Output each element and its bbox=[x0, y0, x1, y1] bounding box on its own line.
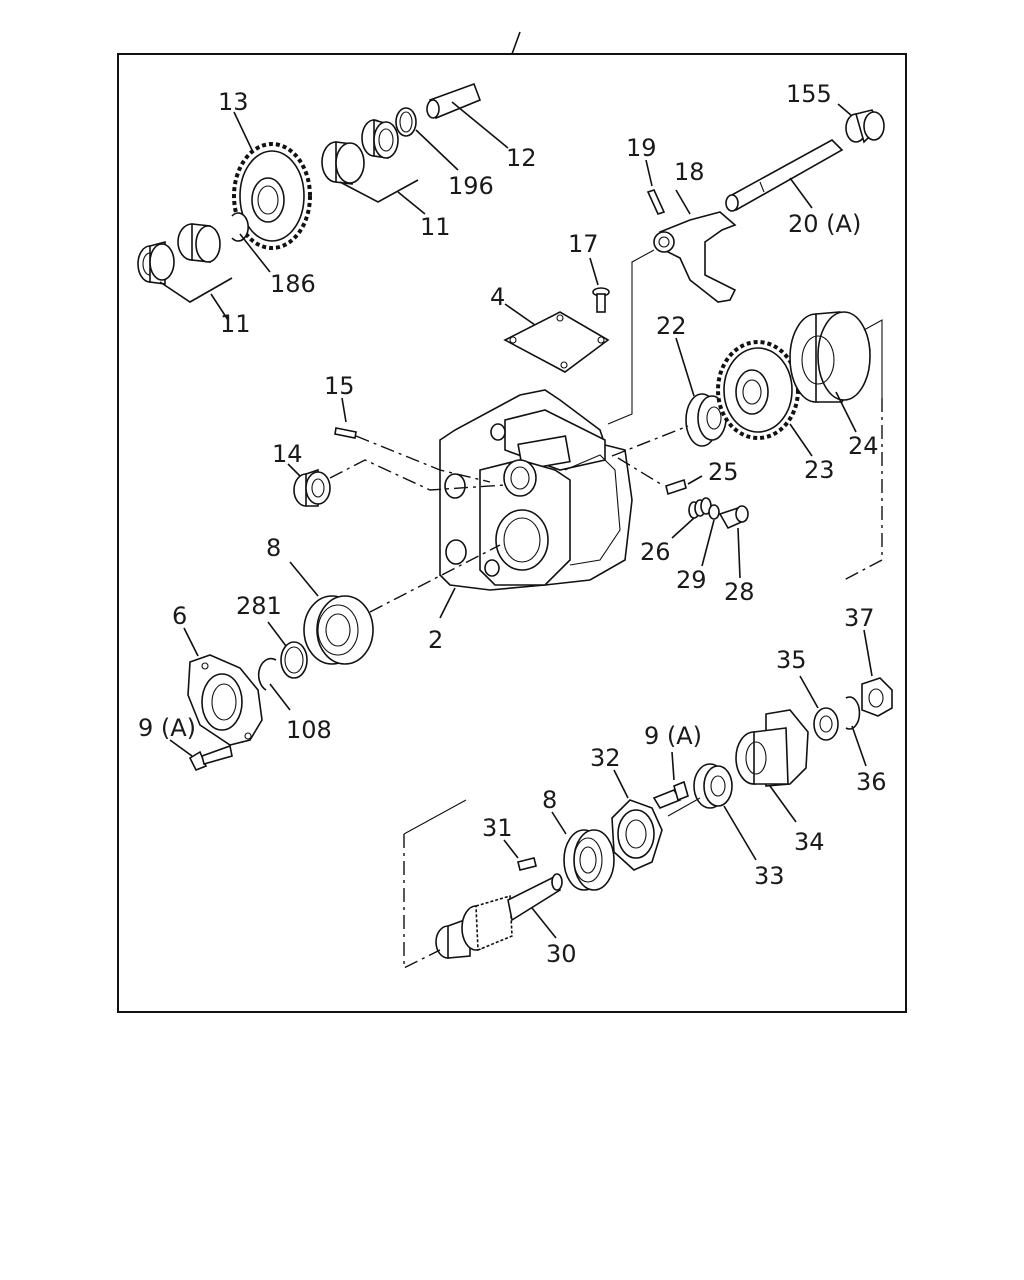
label-17: 17 bbox=[568, 230, 599, 258]
label-33: 33 bbox=[754, 862, 785, 890]
label-36: 36 bbox=[856, 768, 887, 796]
label-155: 155 bbox=[786, 80, 832, 108]
label-186: 186 bbox=[270, 270, 316, 298]
label-6: 6 bbox=[172, 602, 187, 630]
key-part-31 bbox=[517, 857, 537, 871]
label-23: 23 bbox=[804, 456, 835, 484]
label-31: 31 bbox=[482, 814, 513, 842]
bolt-part-9a-left bbox=[188, 744, 233, 772]
label-108: 108 bbox=[286, 716, 332, 744]
ring-part-196 bbox=[395, 107, 417, 137]
label-8-lower: 8 bbox=[542, 786, 557, 814]
snap-ring-part-108 bbox=[257, 657, 277, 691]
bearing-part-8-upper bbox=[303, 595, 374, 665]
label-30: 30 bbox=[546, 940, 577, 968]
label-28: 28 bbox=[724, 578, 755, 606]
snap-ring-part-186 bbox=[231, 212, 249, 242]
bolt-part-9a-right bbox=[652, 780, 689, 809]
label-20a: 20 (A) bbox=[788, 210, 861, 238]
shaft-part-30 bbox=[435, 873, 563, 959]
label-34: 34 bbox=[794, 828, 825, 856]
label-37: 37 bbox=[844, 604, 875, 632]
shaft-part-12 bbox=[426, 82, 482, 120]
spring-part-26 bbox=[688, 497, 712, 519]
bearing-part-14 bbox=[293, 468, 331, 507]
bushing-part-155 bbox=[845, 109, 885, 144]
retainer-part-32 bbox=[611, 799, 663, 871]
bolt-part-17 bbox=[592, 287, 610, 313]
label-9a-right: 9 (A) bbox=[644, 722, 702, 750]
washer-part-35 bbox=[813, 707, 839, 741]
label-25: 25 bbox=[708, 458, 739, 486]
snap-ring-part-36 bbox=[845, 696, 861, 730]
label-18: 18 bbox=[674, 158, 705, 186]
label-13: 13 bbox=[218, 88, 249, 116]
label-24: 24 bbox=[848, 432, 879, 460]
label-26: 26 bbox=[640, 538, 671, 566]
label-8-upper: 8 bbox=[266, 534, 281, 562]
label-19: 19 bbox=[626, 134, 657, 162]
label-32: 32 bbox=[590, 744, 621, 772]
sleeve-part-24 bbox=[789, 311, 871, 403]
pin-part-19 bbox=[646, 189, 666, 215]
bearing-part-11-upper bbox=[321, 118, 399, 185]
label-22: 22 bbox=[656, 312, 687, 340]
label-11-lower: 11 bbox=[220, 310, 251, 338]
bolt-part-25 bbox=[665, 478, 687, 496]
gear-part-23 bbox=[716, 340, 800, 440]
shift-fork-part-18 bbox=[653, 211, 737, 303]
nut-part-37 bbox=[861, 677, 893, 717]
label-9a-left: 9 (A) bbox=[138, 714, 196, 742]
retainer-part-6 bbox=[187, 654, 263, 746]
label-12: 12 bbox=[506, 144, 537, 172]
bearing-part-8-lower bbox=[563, 829, 615, 891]
washer-part-29 bbox=[708, 504, 720, 520]
bearing-part-11-lower bbox=[137, 223, 221, 285]
label-29: 29 bbox=[676, 566, 707, 594]
plug-part-28 bbox=[718, 505, 749, 530]
flange-part-34 bbox=[735, 709, 809, 787]
gear-part-13 bbox=[232, 142, 312, 250]
label-281: 281 bbox=[236, 592, 282, 620]
housing-part-2 bbox=[439, 389, 633, 591]
label-14: 14 bbox=[272, 440, 303, 468]
label-4: 4 bbox=[490, 283, 505, 311]
label-2: 2 bbox=[428, 626, 443, 654]
pin-part-15 bbox=[334, 427, 357, 439]
shaft-part-20a bbox=[725, 139, 844, 212]
label-35: 35 bbox=[776, 646, 807, 674]
cover-plate-part-4 bbox=[503, 311, 610, 373]
label-15: 15 bbox=[324, 372, 355, 400]
label-196: 196 bbox=[448, 172, 494, 200]
oil-seal-part-33 bbox=[693, 763, 733, 809]
label-11-upper: 11 bbox=[420, 213, 451, 241]
